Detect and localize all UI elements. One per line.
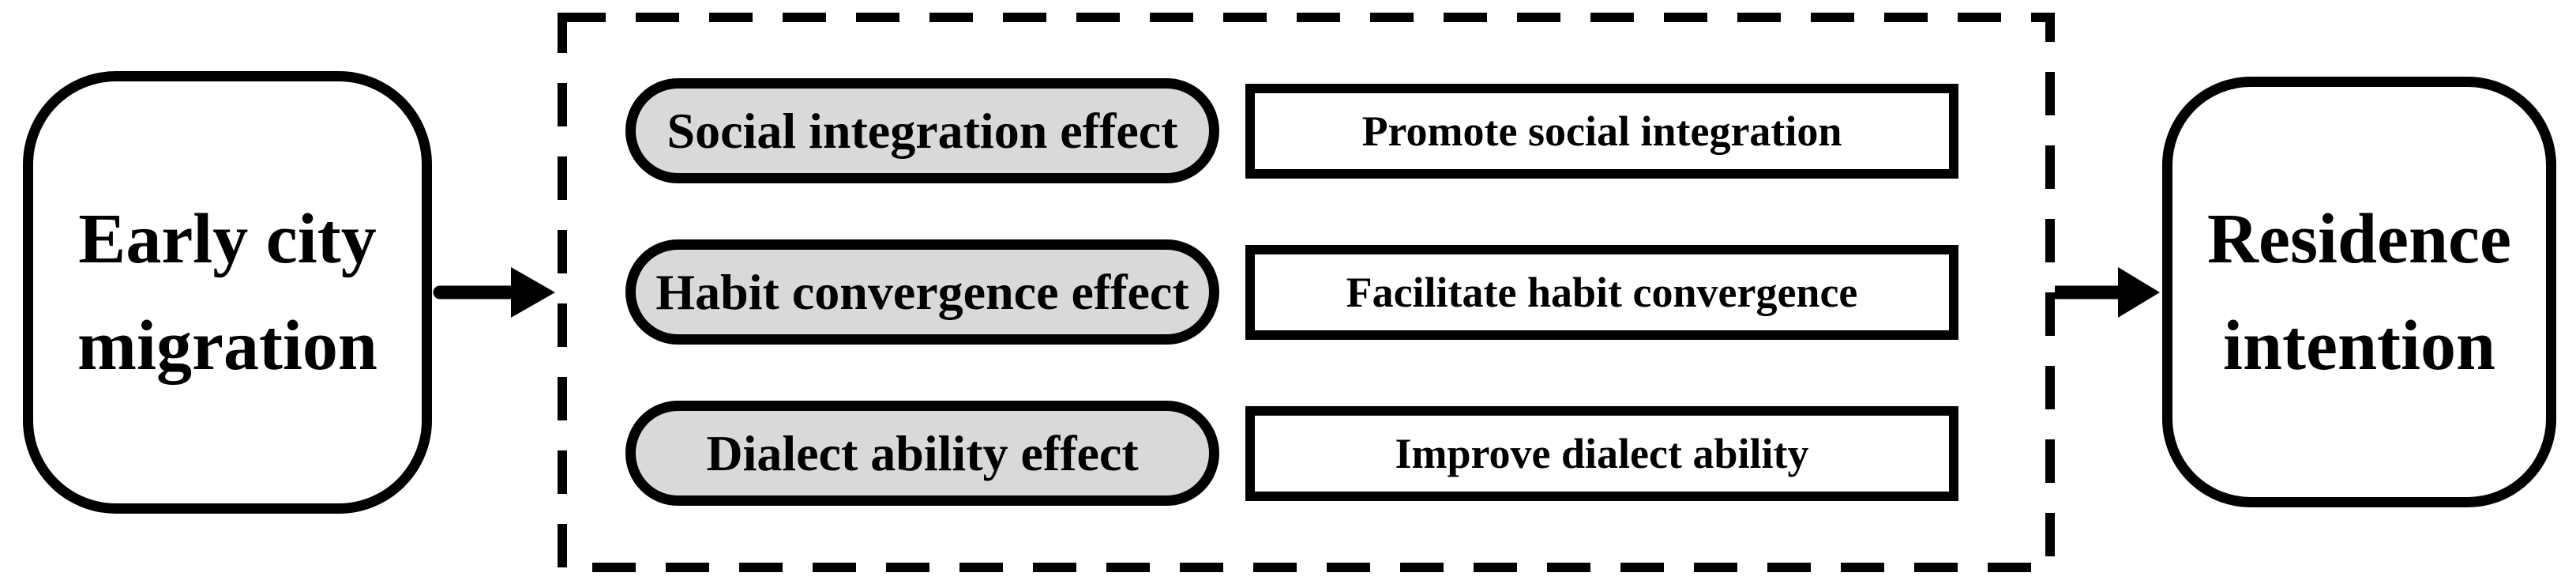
outcome-box-label: Facilitate habit convergence: [1346, 268, 1858, 316]
effect-pill-dialect-ability: Dialect ability effect: [625, 401, 1219, 506]
outcome-box-dialect-ability: Improve dialect ability: [1245, 405, 1958, 501]
arrow-right-icon: [2055, 266, 2160, 318]
node-source-label-line2: migration: [77, 306, 377, 385]
node-early-city-migration: Early city migration: [23, 70, 432, 514]
mediator-row-habit-convergence: Habit convergence effect Facilitate habi…: [625, 239, 2055, 345]
node-target-label-line1: Residence: [2207, 199, 2511, 278]
outcome-box-label: Improve dialect ability: [1395, 429, 1809, 477]
mediator-row-social-integration: Social integration effect Promote social…: [625, 78, 2055, 183]
effect-pill-label: Habit convergence effect: [655, 263, 1189, 320]
node-source-label-line1: Early city: [78, 199, 377, 278]
effect-pill-label: Social integration effect: [667, 102, 1178, 159]
effect-pill-social-integration: Social integration effect: [625, 78, 1219, 183]
outcome-box-label: Promote social integration: [1361, 107, 1842, 155]
outcome-box-social-integration: Promote social integration: [1245, 83, 1958, 179]
node-residence-intention: Residence intention: [2162, 77, 2556, 507]
mediators-group-box: Social integration effect Promote social…: [558, 12, 2055, 572]
node-target-label-line2: intention: [2222, 306, 2496, 385]
outcome-box-habit-convergence: Facilitate habit convergence: [1245, 244, 1958, 340]
effect-pill-label: Dialect ability effect: [706, 424, 1139, 481]
effect-pill-habit-convergence: Habit convergence effect: [625, 239, 1219, 345]
mediator-row-dialect-ability: Dialect ability effect Improve dialect a…: [625, 401, 2055, 506]
arrow-right-icon: [433, 266, 555, 318]
